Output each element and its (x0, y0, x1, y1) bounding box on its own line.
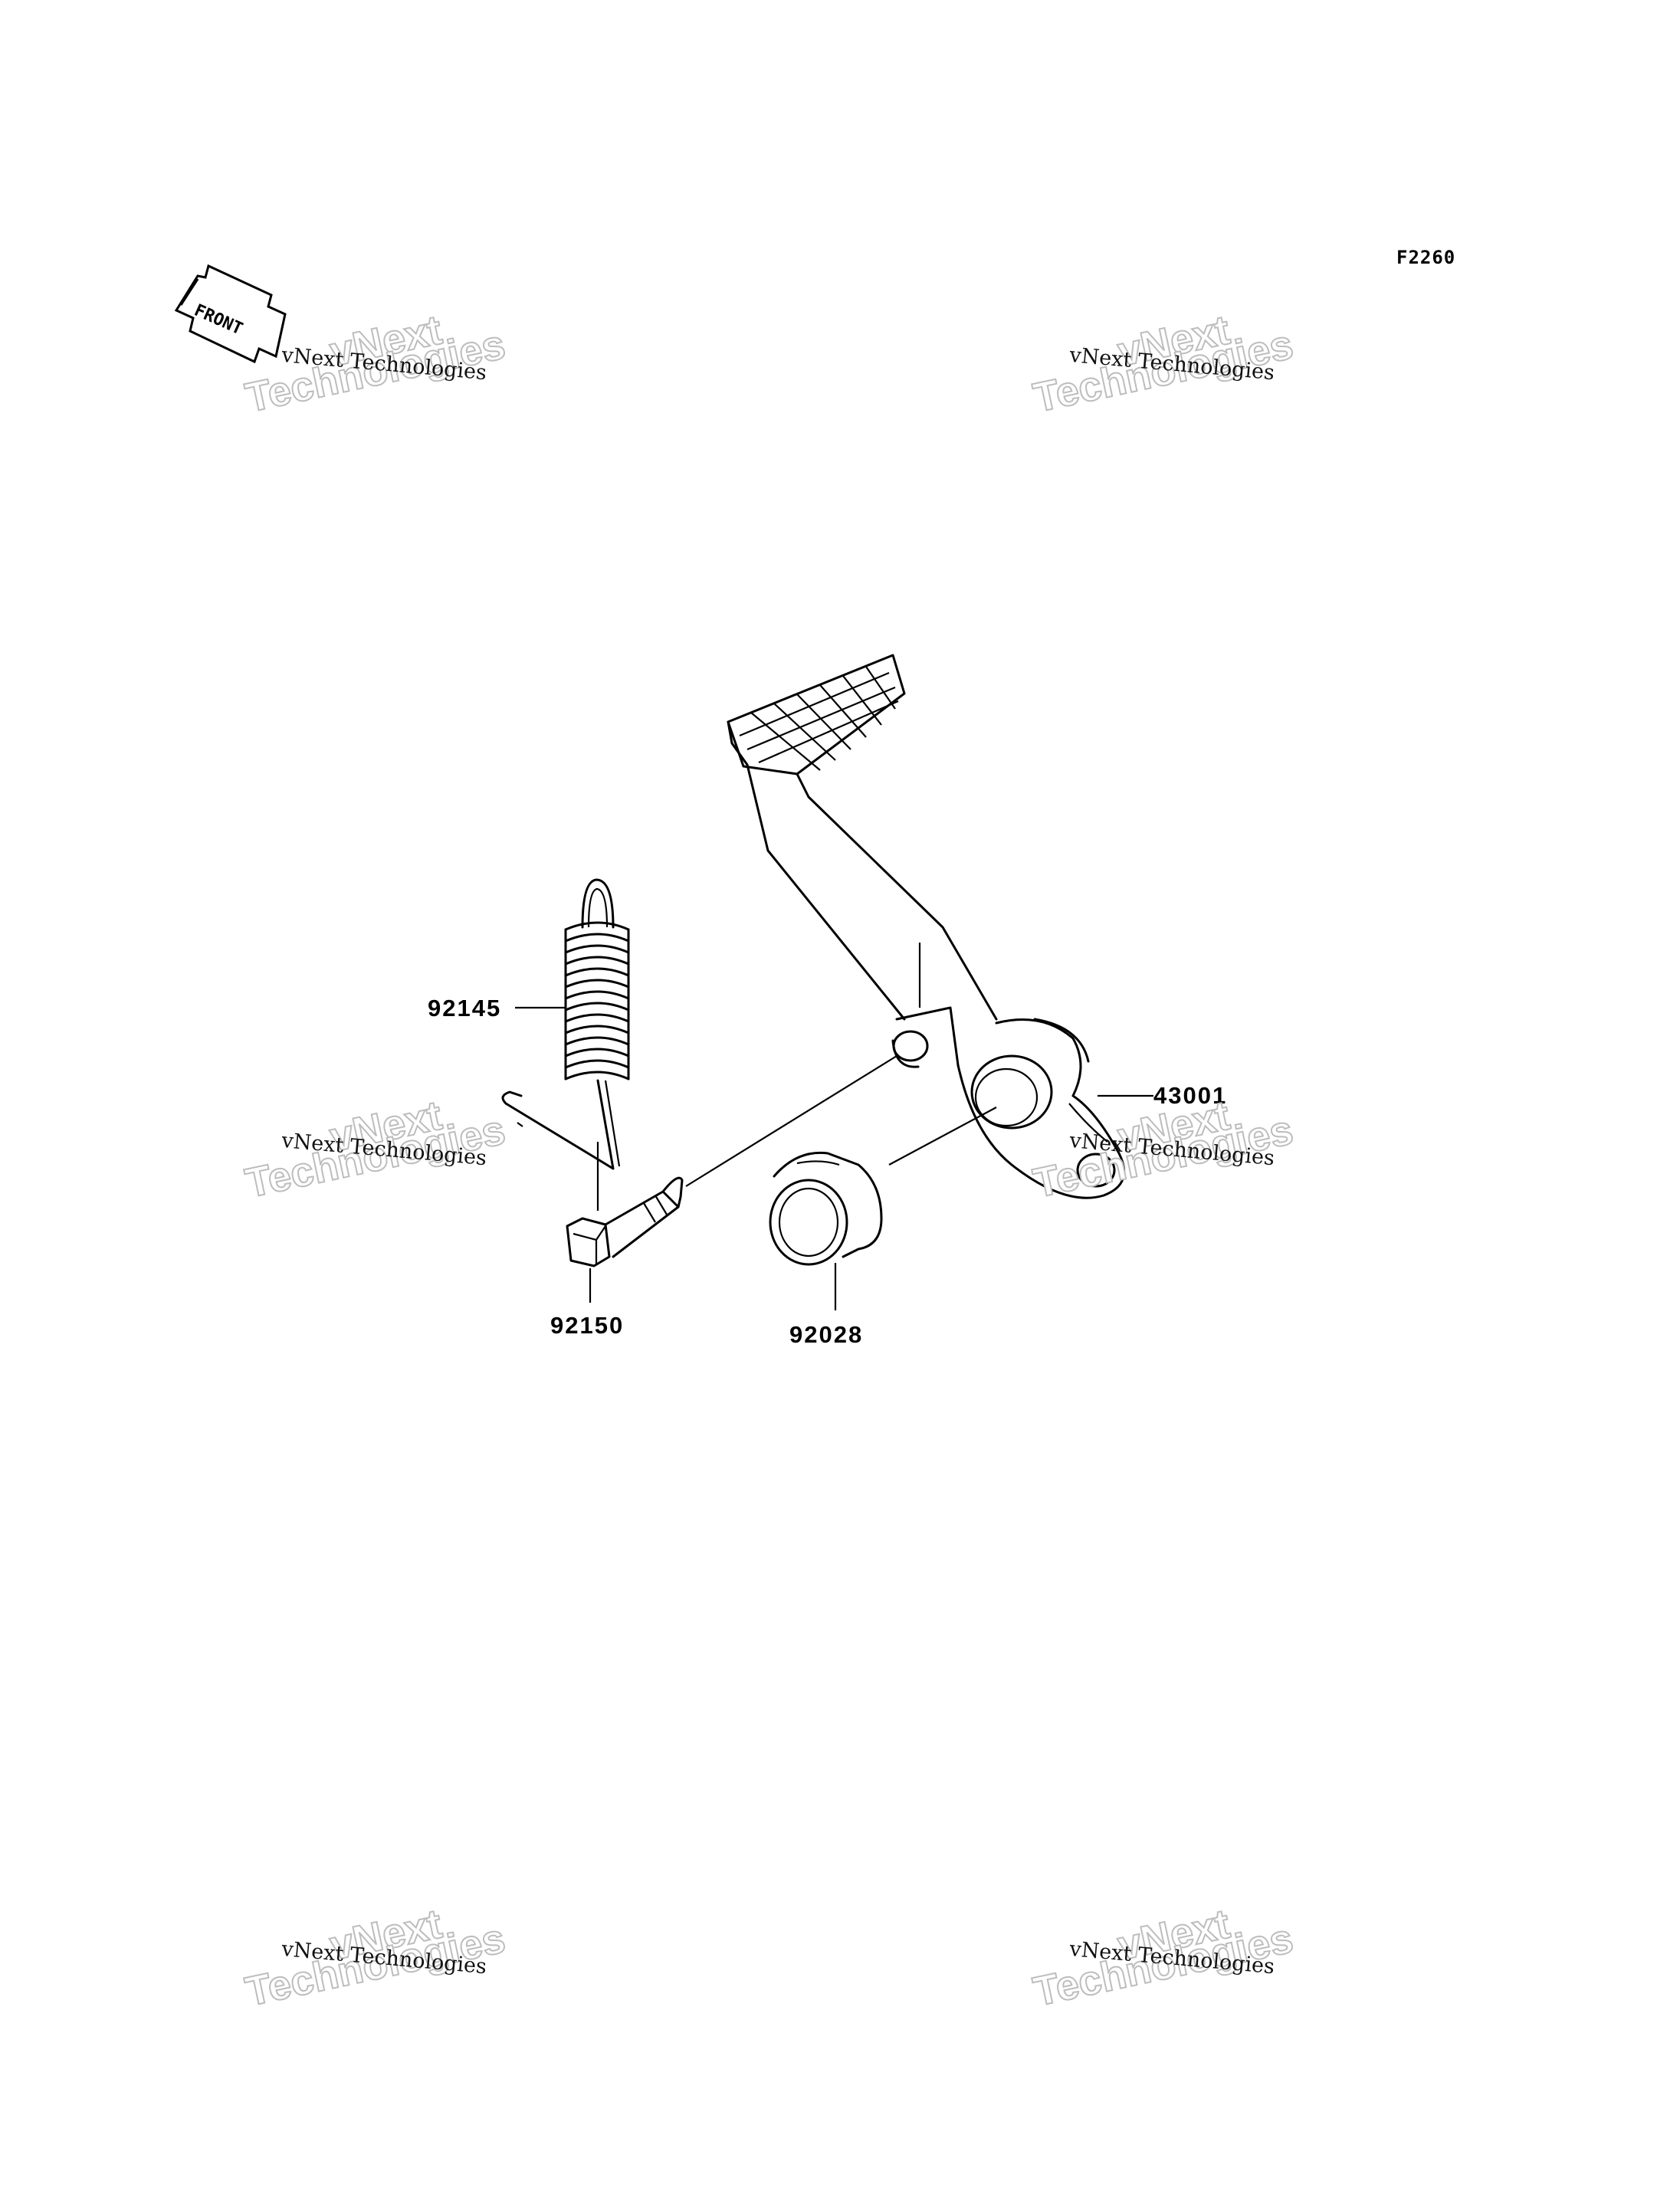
watermark: vNext Technologies vNext Technologies (1029, 1091, 1298, 1207)
bushing (769, 1151, 883, 1266)
return-spring (501, 878, 630, 1170)
brake-pedal (727, 654, 1126, 1199)
watermark: vNext Technologies vNext Technologies (241, 1900, 510, 2015)
part-number-92145: 92145 (428, 995, 501, 1021)
watermark: vNext Technologies vNext Technologies (1029, 1900, 1298, 2015)
figure-ref: F2260 (1396, 247, 1456, 268)
front-arrow-icon: FRONT (174, 264, 287, 364)
watermark: vNext Technologies vNext Technologies (1029, 306, 1298, 421)
part-number-92028: 92028 (789, 1321, 863, 1348)
pivot-bolt (566, 1176, 684, 1267)
watermark: vNext Technologies vNext Technologies (241, 306, 510, 421)
part-number-92150: 92150 (550, 1312, 624, 1339)
part-number-43001: 43001 (1153, 1082, 1227, 1109)
watermark: vNext Technologies vNext Technologies (241, 1091, 510, 1207)
